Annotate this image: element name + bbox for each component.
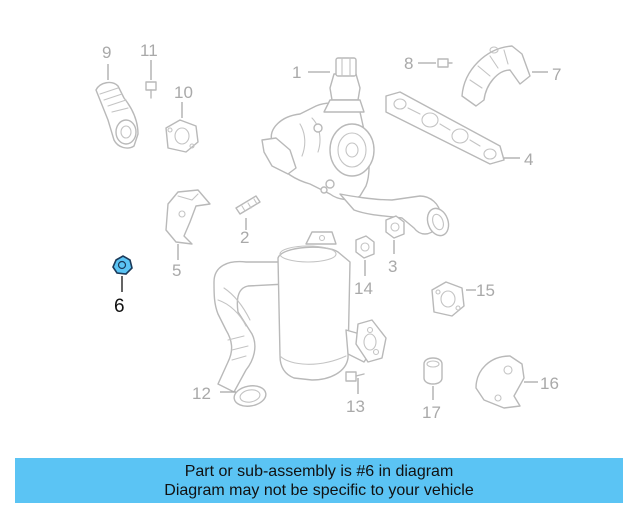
- intake-hose-part: [95, 81, 139, 149]
- callout-17: 17: [422, 403, 441, 422]
- callout-14: 14: [354, 279, 373, 298]
- callout-8: 8: [404, 54, 413, 73]
- callout-9: 9: [102, 43, 111, 62]
- callout-5: 5: [172, 261, 181, 280]
- exhaust-pipe-part: [339, 193, 450, 237]
- nut-14-part: [355, 235, 375, 259]
- callout-11: 11: [140, 41, 158, 60]
- turbocharger-part: [261, 57, 375, 201]
- callout-3: 3: [388, 257, 397, 276]
- callout-16: 16: [540, 374, 559, 393]
- highlighted-nut-part: [112, 255, 133, 275]
- callout-7: 7: [552, 65, 561, 84]
- callout-4: 4: [524, 150, 533, 169]
- callout-10: 10: [174, 83, 193, 102]
- mounting-bracket-part: [475, 355, 525, 409]
- banner-line-2: Diagram may not be specific to your vehi…: [164, 482, 474, 499]
- small-bolt-part: [145, 81, 157, 99]
- bolt-13-part: [345, 371, 365, 382]
- callout-12: 12: [192, 384, 211, 403]
- bracket-part: [165, 189, 211, 245]
- catalytic-converter-part: [213, 231, 387, 407]
- banner-line-1: Part or sub-assembly is #6 in diagram: [184, 463, 454, 480]
- flange-gasket-15-part: [431, 281, 465, 317]
- callout-15: 15: [476, 281, 495, 300]
- stud-part: [235, 195, 261, 215]
- callout-2: 2: [240, 228, 249, 247]
- leader-lines: [107, 60, 548, 400]
- bolt-part: [437, 58, 453, 68]
- callout-1: 1: [292, 63, 301, 82]
- info-banner: Part or sub-assembly is #6 in diagram Di…: [15, 458, 623, 503]
- callout-13: 13: [346, 397, 365, 416]
- manifold-gasket-part: [385, 91, 505, 165]
- heat-shield-part: [461, 45, 531, 107]
- nut-part: [385, 215, 405, 239]
- sleeve-nut-part: [423, 357, 443, 385]
- flange-gasket-part: [165, 119, 199, 153]
- callout-labels: 1 2 3 4 5 6 7 8 9 10 11 12 13 14 15 16 1…: [102, 41, 561, 422]
- callout-6: 6: [114, 296, 125, 317]
